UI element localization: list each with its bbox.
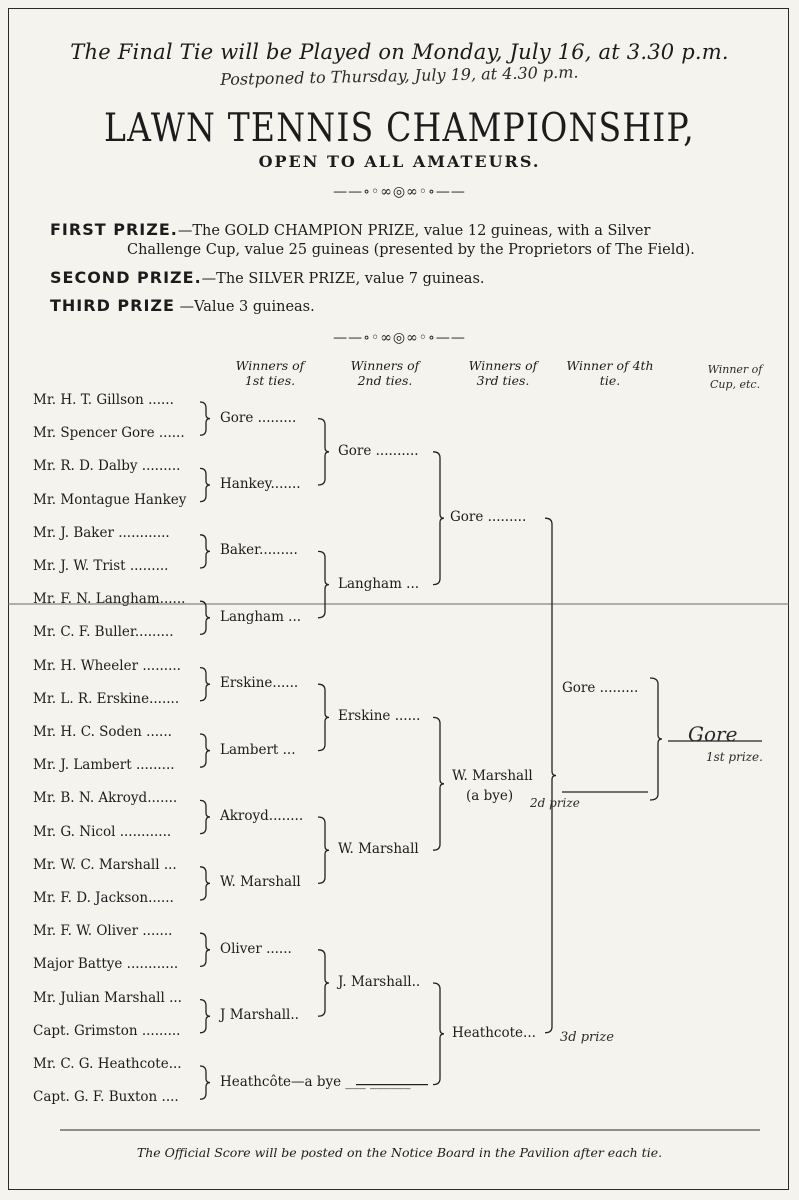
second-prize-text: —The SILVER PRIZE, value 7 guineas. — [201, 271, 485, 287]
entrant-name: Mr. F. N. Langham...... — [33, 591, 186, 608]
round2-brace — [317, 949, 330, 1017]
round1-winner: Gore ......... — [220, 409, 297, 426]
round2-winner: J. Marshall.. — [338, 974, 421, 990]
column-header-round2: Winners of 2nd ties. — [350, 358, 420, 388]
entrant-name: Mr. B. N. Akroyd....... — [33, 790, 178, 807]
round3-winner: W. Marshall — [452, 767, 533, 784]
round2-brace — [317, 683, 330, 752]
round3-brace — [432, 982, 445, 1086]
round1-brace — [199, 998, 211, 1034]
column-header-round4: Winner of 4th tie. — [566, 358, 654, 388]
round1-winner: Baker......... — [220, 542, 298, 559]
third-prize-text: —Value 3 guineas. — [174, 299, 315, 315]
round1-brace — [199, 866, 211, 901]
round1-winner: W. Marshall — [220, 874, 301, 891]
round3-winner: (a bye) — [466, 787, 514, 804]
entrant-name: Mr. H. C. Soden ...... — [33, 724, 172, 740]
page-title: LAWN TENNIS CHAMPIONSHIP, — [104, 104, 695, 151]
final-winner-handwritten: Gore — [688, 722, 738, 746]
round1-winner: Lambert ... — [220, 741, 296, 758]
entrant-name: Mr. H. Wheeler ......... — [33, 657, 181, 674]
round1-winner: Heathcôte—a bye ___ ______ — [220, 1073, 411, 1090]
entrant-name: Mr. G. Nicol ............ — [33, 823, 172, 840]
column-header-round3: Winners of 3rd ties. — [468, 358, 538, 388]
entrant-name: Mr. Julian Marshall ... — [33, 989, 182, 1006]
round4-brace — [544, 517, 557, 1034]
entrant-name: Capt. G. F. Buxton .... — [33, 1089, 179, 1106]
round1-winner: Oliver ...... — [220, 940, 292, 957]
entrant-name: Mr. Montague Hankey — [33, 491, 187, 508]
entrant-name: Mr. R. D. Dalby ......... — [33, 458, 181, 475]
column-header-round1: Winners of 1st ties. — [235, 358, 305, 388]
round1-winner: Hankey....... — [220, 476, 301, 492]
round1-winner: Langham ... — [220, 608, 302, 625]
entrant-name: Mr. J. Baker ............ — [33, 524, 170, 541]
round1-brace — [199, 401, 211, 436]
round2-brace — [317, 816, 330, 885]
page-subtitle: OPEN TO ALL AMATEURS. — [258, 152, 541, 171]
round1-brace — [199, 600, 211, 636]
entrant-name: Mr. Spencer Gore ...... — [33, 425, 185, 442]
second-prize: SECOND PRIZE.—The SILVER PRIZE, value 7 … — [50, 268, 485, 287]
entrant-name: Mr. J. W. Trist ......... — [33, 558, 169, 574]
final-tie-notice: The Final Tie will be Played on Monday, … — [70, 40, 729, 64]
round1-brace — [199, 932, 211, 968]
round2-brace — [317, 417, 330, 486]
first-prize: FIRST PRIZE.—The GOLD CHAMPION PRIZE, va… — [50, 220, 650, 239]
round1-winner: Erskine...... — [220, 675, 299, 692]
second-prize-label: SECOND PRIZE. — [50, 268, 202, 287]
first-prize-text-2: Challenge Cup, value 25 guineas (present… — [127, 242, 695, 258]
round1-brace — [199, 733, 211, 768]
entrant-name: Mr. W. C. Marshall ... — [33, 856, 177, 873]
entrant-name: Capt. Grimston ......... — [33, 1022, 181, 1039]
entrant-name: Mr. H. T. Gillson ...... — [33, 392, 174, 408]
round1-brace — [199, 534, 211, 569]
round1-brace — [199, 467, 211, 503]
round2-winner: W. Marshall — [338, 841, 419, 858]
round2-winner: Gore .......... — [338, 442, 419, 459]
entrant-name: Major Battye ............ — [33, 956, 179, 973]
footer-notice: The Official Score will be posted on the… — [136, 1145, 663, 1160]
entrant-name: Mr. F. W. Oliver ....... — [33, 923, 173, 940]
round3-winner: Gore ......... — [450, 509, 527, 526]
round2-winner: Langham ... — [338, 575, 420, 592]
entrant-name: Mr. L. R. Erskine....... — [33, 690, 180, 707]
entrant-name: Mr. C. F. Buller......... — [33, 624, 174, 641]
round1-brace — [199, 799, 211, 835]
column-header-cup-winner: Winner of Cup, etc. — [707, 363, 763, 391]
round3-brace — [432, 716, 445, 851]
ornament-divider-middle: ——∘◦∞◎∞◦∘—— — [333, 330, 466, 346]
ornament-divider-top: ——∘◦∞◎∞◦∘—— — [333, 184, 466, 200]
entrant-name: Mr. F. D. Jackson...... — [33, 890, 174, 906]
first-prize-label: FIRST PRIZE. — [50, 220, 178, 239]
third-prize: THIRD PRIZE —Value 3 guineas. — [50, 296, 315, 315]
round2-brace — [317, 550, 330, 619]
round1-winner: Akroyd........ — [220, 808, 304, 824]
document-border — [8, 8, 789, 1190]
round1-brace — [199, 666, 211, 702]
round2-winner: Erskine ...... — [338, 708, 421, 725]
entrant-name: Mr. C. G. Heathcote... — [33, 1056, 182, 1072]
final-brace — [649, 677, 663, 801]
round1-brace — [199, 1065, 211, 1100]
entrant-name: Mr. J. Lambert ......... — [33, 757, 175, 774]
first-prize-handwritten: 1st prize. — [706, 750, 763, 764]
round3-winner: Heathcote... — [452, 1024, 536, 1041]
first-prize-text-1: —The GOLD CHAMPION PRIZE, value 12 guine… — [177, 223, 651, 239]
third-prize-label: THIRD PRIZE — [50, 296, 175, 315]
round4-winner: Gore ......... — [562, 680, 639, 696]
round3-brace — [432, 451, 445, 586]
third-prize-handwritten: 3d prize — [560, 1030, 614, 1045]
round1-winner: J Marshall.. — [220, 1007, 299, 1024]
second-prize-handwritten: 2d prize — [530, 796, 580, 810]
